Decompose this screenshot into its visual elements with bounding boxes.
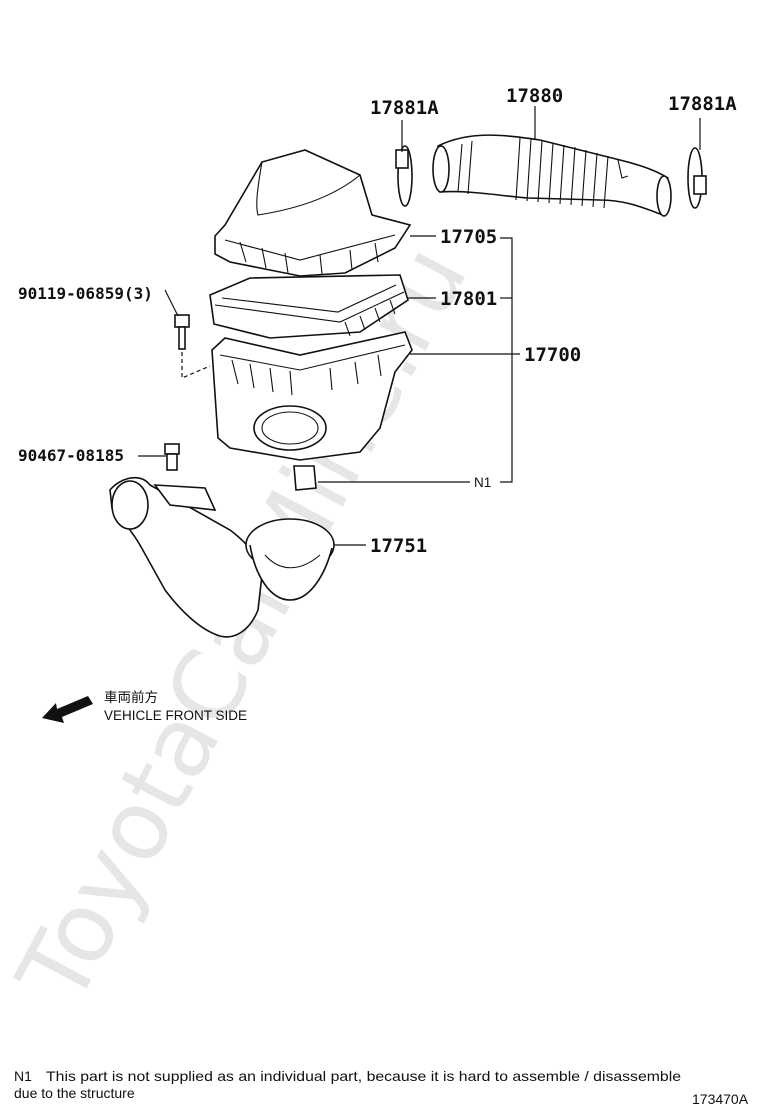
hose-clamp-left [395,145,413,207]
bolt [174,314,211,379]
air-inlet-duct [109,476,335,638]
n1-marker: N1 [474,475,491,490]
direction-label-japanese: 車両前方 [104,689,158,705]
part-number-clamp-left: 17881A [370,97,439,119]
front-arrow-icon [42,696,93,723]
hose-clamp-right [687,147,707,209]
part-number-grommet: 90467-08185 [18,446,124,465]
air-cleaner-case [211,331,413,491]
part-number-hose: 17880 [506,85,563,107]
part-number-clamp-right: 17881A [668,93,737,115]
footnote-mark: N1 [14,1068,32,1084]
intake-hose [432,134,672,217]
direction-label-english: VEHICLE FRONT SIDE [104,708,247,723]
leader-lines [138,106,701,546]
part-number-bolt: 90119-06859(3) [18,284,153,303]
diagram-code: 173470A [692,1091,749,1107]
footnote-line-1: This part is not supplied as an individu… [46,1068,681,1084]
part-number-case: 17700 [524,344,581,366]
part-number-cap: 17705 [440,226,497,248]
part-number-duct: 17751 [370,535,427,557]
air-cleaner-cap [214,149,412,277]
air-filter-element [209,274,409,339]
front-direction-indicator: 車両前方 VEHICLE FRONT SIDE [42,689,247,723]
part-number-filter: 17801 [440,288,497,310]
footnote-line-2: due to the structure [14,1085,135,1101]
footnote: N1 This part is not supplied as an indiv… [14,1068,681,1101]
grommet-clip [164,443,180,471]
